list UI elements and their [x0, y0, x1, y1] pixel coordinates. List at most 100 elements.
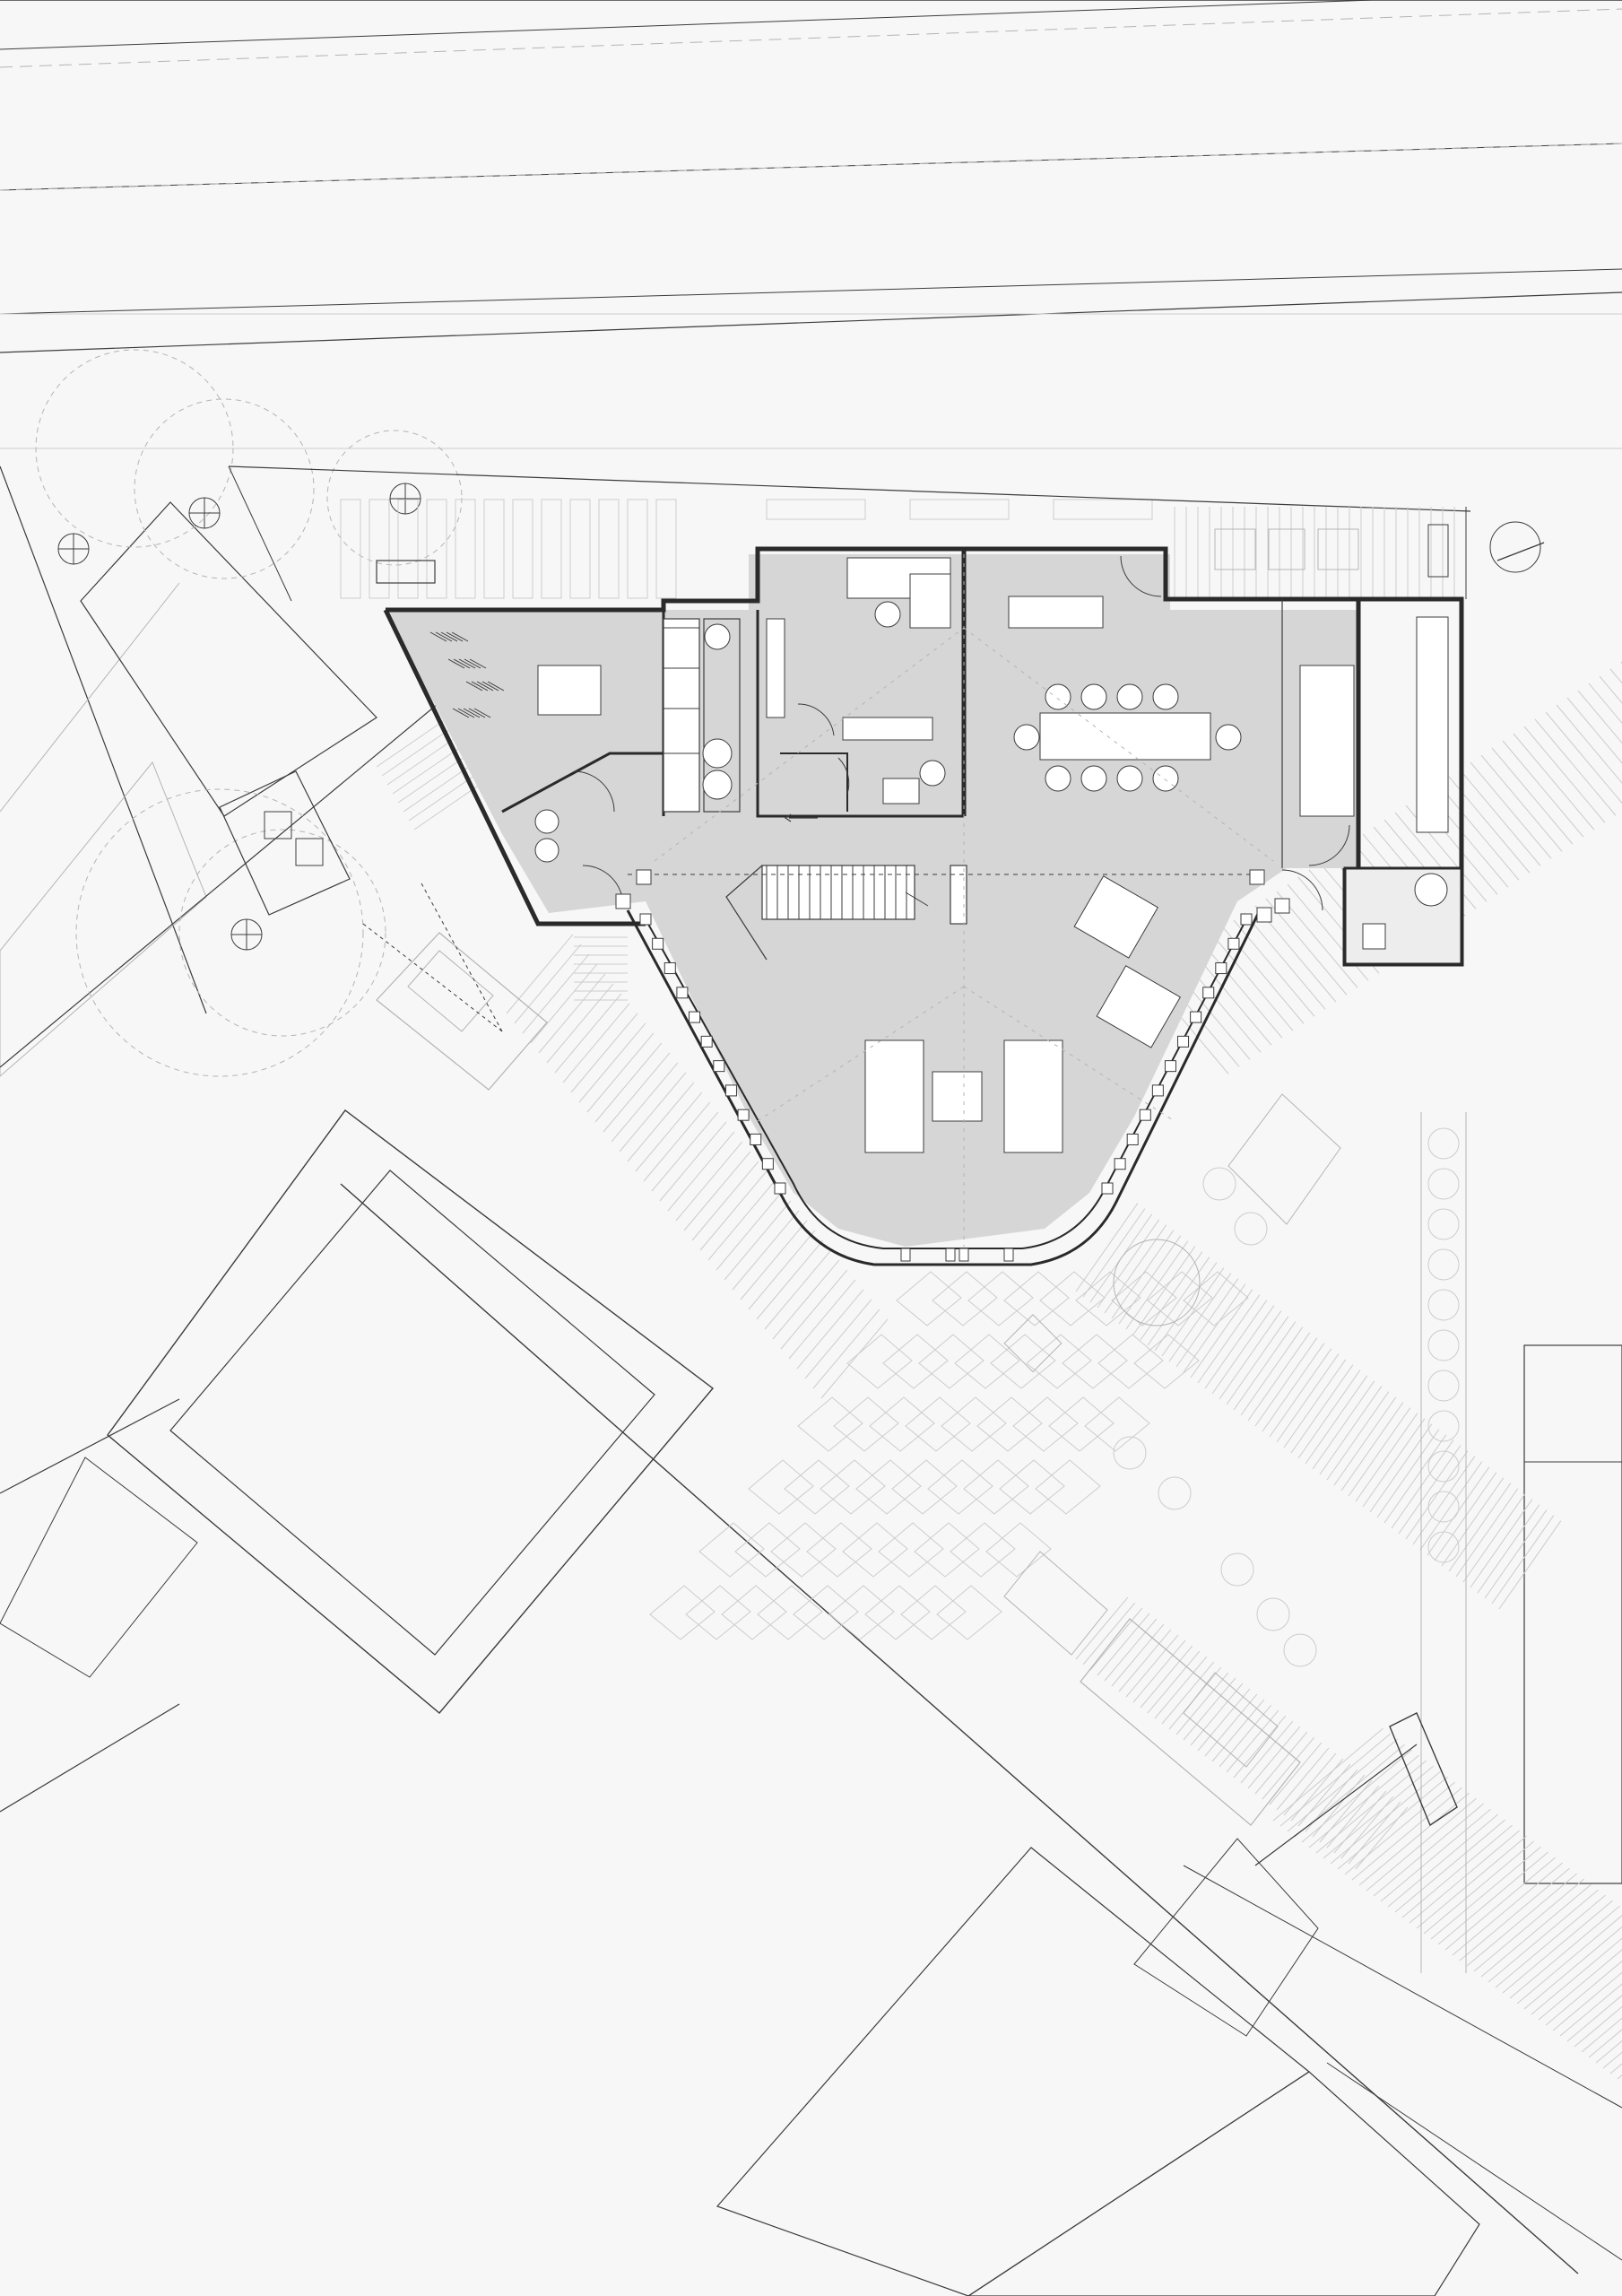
shrub	[1427, 1450, 1460, 1483]
garden-paver	[1133, 1334, 1200, 1389]
deck-board	[1387, 1813, 1498, 1908]
deck-board	[1448, 1483, 1512, 1572]
shrub	[1427, 1208, 1460, 1240]
deck-board	[1523, 1926, 1622, 2010]
deck-board	[1531, 1937, 1622, 2015]
neighbour-parcel	[0, 761, 207, 1077]
wardrobe-hatch	[440, 631, 458, 642]
deck-board	[683, 1151, 751, 1231]
tree-canopy	[35, 349, 234, 548]
pilaster	[1249, 869, 1265, 885]
deck-board	[1111, 1623, 1165, 1687]
dining-chair	[1045, 765, 1071, 792]
window-mullion	[700, 1035, 713, 1048]
wardrobe-hatch	[446, 631, 464, 642]
deck-board	[546, 983, 614, 1064]
window-mullion	[724, 1084, 737, 1097]
garden-gate	[1389, 1712, 1458, 1827]
shrub	[1202, 1167, 1236, 1201]
garden-paver	[891, 1459, 958, 1515]
deck-board	[1140, 1645, 1193, 1709]
wardrobe-hatch	[447, 658, 465, 669]
deck-board	[603, 1052, 671, 1133]
wardrobe-hatch	[481, 681, 499, 691]
deck-board	[1480, 754, 1563, 852]
garden-paver	[734, 1522, 801, 1578]
lounge-chair	[1096, 965, 1181, 1048]
garden-paver	[967, 1271, 1034, 1326]
neighbour-building	[80, 501, 377, 817]
shrub	[1220, 1552, 1254, 1587]
garden-paver	[985, 1522, 1052, 1578]
wardrobe-hatch	[457, 708, 475, 718]
deck-board	[1419, 1461, 1483, 1551]
dining-table	[1039, 712, 1211, 761]
shrub	[1158, 1476, 1192, 1510]
kitchen-counter-right	[1416, 616, 1449, 833]
planter	[1268, 528, 1305, 570]
garden-paver	[820, 1459, 886, 1515]
parked-car-body	[376, 932, 548, 1091]
garden-paver	[999, 1459, 1065, 1515]
garden-paver	[806, 1522, 872, 1578]
diagonal-site-boundary	[340, 1183, 1579, 2274]
deck-board	[1602, 2051, 1622, 2069]
deck-board	[732, 1210, 800, 1291]
appliance	[702, 738, 733, 769]
deck-board	[1154, 1656, 1208, 1719]
neighbour-building-right	[1523, 1344, 1622, 1884]
garden-paver	[864, 1585, 931, 1640]
deck-board	[748, 1230, 816, 1310]
deck-board	[1132, 1639, 1186, 1703]
deck-board	[1566, 1995, 1622, 2042]
wardrobe-hatch	[453, 658, 471, 669]
pilaster	[615, 893, 631, 909]
deck-board	[578, 1022, 646, 1103]
deck-board	[1211, 934, 1294, 1031]
shrub	[1234, 1212, 1268, 1246]
wardrobe-hatch	[465, 681, 483, 691]
deck-board	[1326, 1391, 1390, 1481]
deck-board	[1219, 1704, 1272, 1768]
deck-board	[1190, 1289, 1253, 1378]
deck-board	[1276, 1747, 1330, 1811]
deck-board	[522, 953, 590, 1034]
door-swing	[797, 703, 835, 736]
garden-paver	[900, 1585, 967, 1640]
parking-stripe	[426, 499, 447, 599]
window-mullion	[1240, 913, 1253, 926]
garden-paver	[954, 1334, 1020, 1389]
deck-board	[1183, 1677, 1236, 1741]
deck-board	[1294, 1744, 1405, 1838]
parking-stripe	[655, 499, 677, 599]
deck-board	[1147, 1650, 1201, 1714]
deck-board	[1516, 1915, 1622, 2005]
deck-board	[1097, 1613, 1150, 1676]
interior-wall	[501, 752, 664, 813]
deck-board	[1391, 1439, 1454, 1529]
deck-board	[1491, 747, 1574, 845]
deck-board	[1545, 1961, 1622, 2026]
deck-board	[1254, 1337, 1318, 1427]
deck-board	[1226, 1316, 1289, 1405]
sink	[1414, 873, 1448, 907]
window-mullion	[689, 1011, 701, 1023]
dining-chair	[1080, 765, 1107, 792]
lot-boundary	[0, 1398, 180, 1494]
pilaster	[1274, 898, 1290, 914]
lounge-chair	[1073, 875, 1158, 959]
deck-board	[1283, 1359, 1347, 1448]
deck-board	[1595, 2040, 1622, 2064]
window-mullion	[1164, 1060, 1176, 1073]
parking-stripe	[598, 499, 620, 599]
deck-board	[1190, 1683, 1244, 1746]
deck-board	[1434, 1472, 1497, 1561]
stair-arrow	[905, 891, 929, 907]
sofa-left	[864, 1039, 924, 1153]
deck-board	[716, 1190, 784, 1271]
deck-board	[1219, 1310, 1282, 1400]
deck-board	[1301, 1749, 1412, 1843]
window-mullion	[1126, 1133, 1139, 1145]
deck-board	[570, 1013, 638, 1093]
deck-board	[1315, 1760, 1427, 1854]
